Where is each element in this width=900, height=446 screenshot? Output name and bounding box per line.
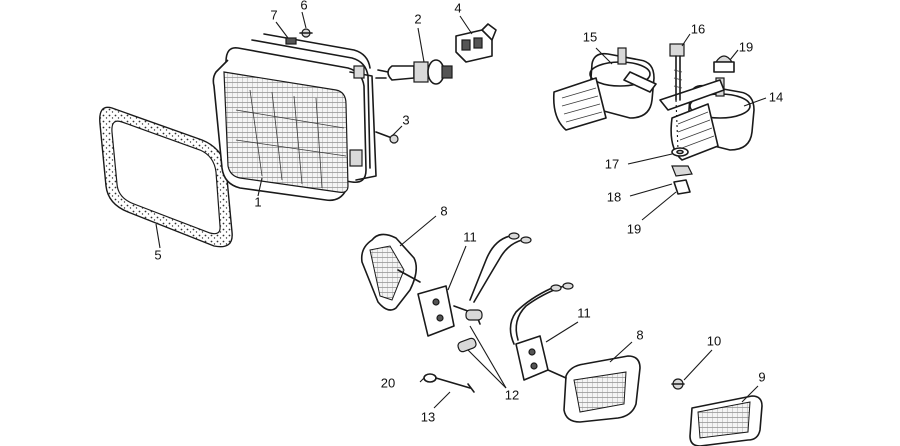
horn-left xyxy=(552,47,657,131)
callout-11-left: 11 xyxy=(463,229,477,244)
horn-bolt xyxy=(669,43,685,101)
headlight-unit xyxy=(212,33,377,202)
rear-indicator-lens xyxy=(547,355,641,423)
callout-7: 7 xyxy=(270,7,277,22)
cap-nut-top xyxy=(713,55,735,73)
callout-11-right: 11 xyxy=(577,305,591,320)
horn-hardware xyxy=(671,99,693,195)
horn-right xyxy=(659,77,755,161)
callout-9: 9 xyxy=(758,369,765,384)
lens-screw xyxy=(671,378,685,390)
reflector xyxy=(689,395,763,446)
indicator-bolt xyxy=(423,373,475,393)
callout-8-right: 8 xyxy=(636,327,643,342)
headlight-bulb xyxy=(375,59,453,85)
spacer-tube xyxy=(457,337,477,353)
callout-19-top: 19 xyxy=(739,39,753,54)
leader-lines xyxy=(155,11,767,409)
adjuster-screw xyxy=(375,131,399,144)
callout-13: 13 xyxy=(421,409,435,424)
callout-labels: 1 2 3 4 5 6 7 8 8 9 10 11 11 12 13 14 15… xyxy=(154,0,783,424)
callout-17: 17 xyxy=(605,156,619,171)
front-indicator-lens xyxy=(360,233,421,311)
callout-16: 16 xyxy=(691,21,705,36)
callout-2: 2 xyxy=(414,11,421,26)
bulb-connector xyxy=(455,23,497,63)
callout-4: 4 xyxy=(454,0,461,15)
callout-14: 14 xyxy=(769,89,783,104)
callout-5: 5 xyxy=(154,247,161,262)
indicator-holder-left xyxy=(417,285,483,337)
indicator-wires-left xyxy=(469,232,532,303)
callout-8-left: 8 xyxy=(440,203,447,218)
headlight-gasket xyxy=(99,106,233,248)
callout-18: 18 xyxy=(607,189,621,204)
callout-19-bottom: 19 xyxy=(627,221,641,236)
callout-3: 3 xyxy=(402,112,409,127)
callout-6: 6 xyxy=(300,0,307,12)
callout-15: 15 xyxy=(583,29,597,44)
clip-parts xyxy=(285,28,313,45)
callout-10: 10 xyxy=(707,333,721,348)
callout-1: 1 xyxy=(254,194,261,209)
callout-12: 12 xyxy=(505,387,519,402)
callout-20: 20 xyxy=(381,375,395,390)
